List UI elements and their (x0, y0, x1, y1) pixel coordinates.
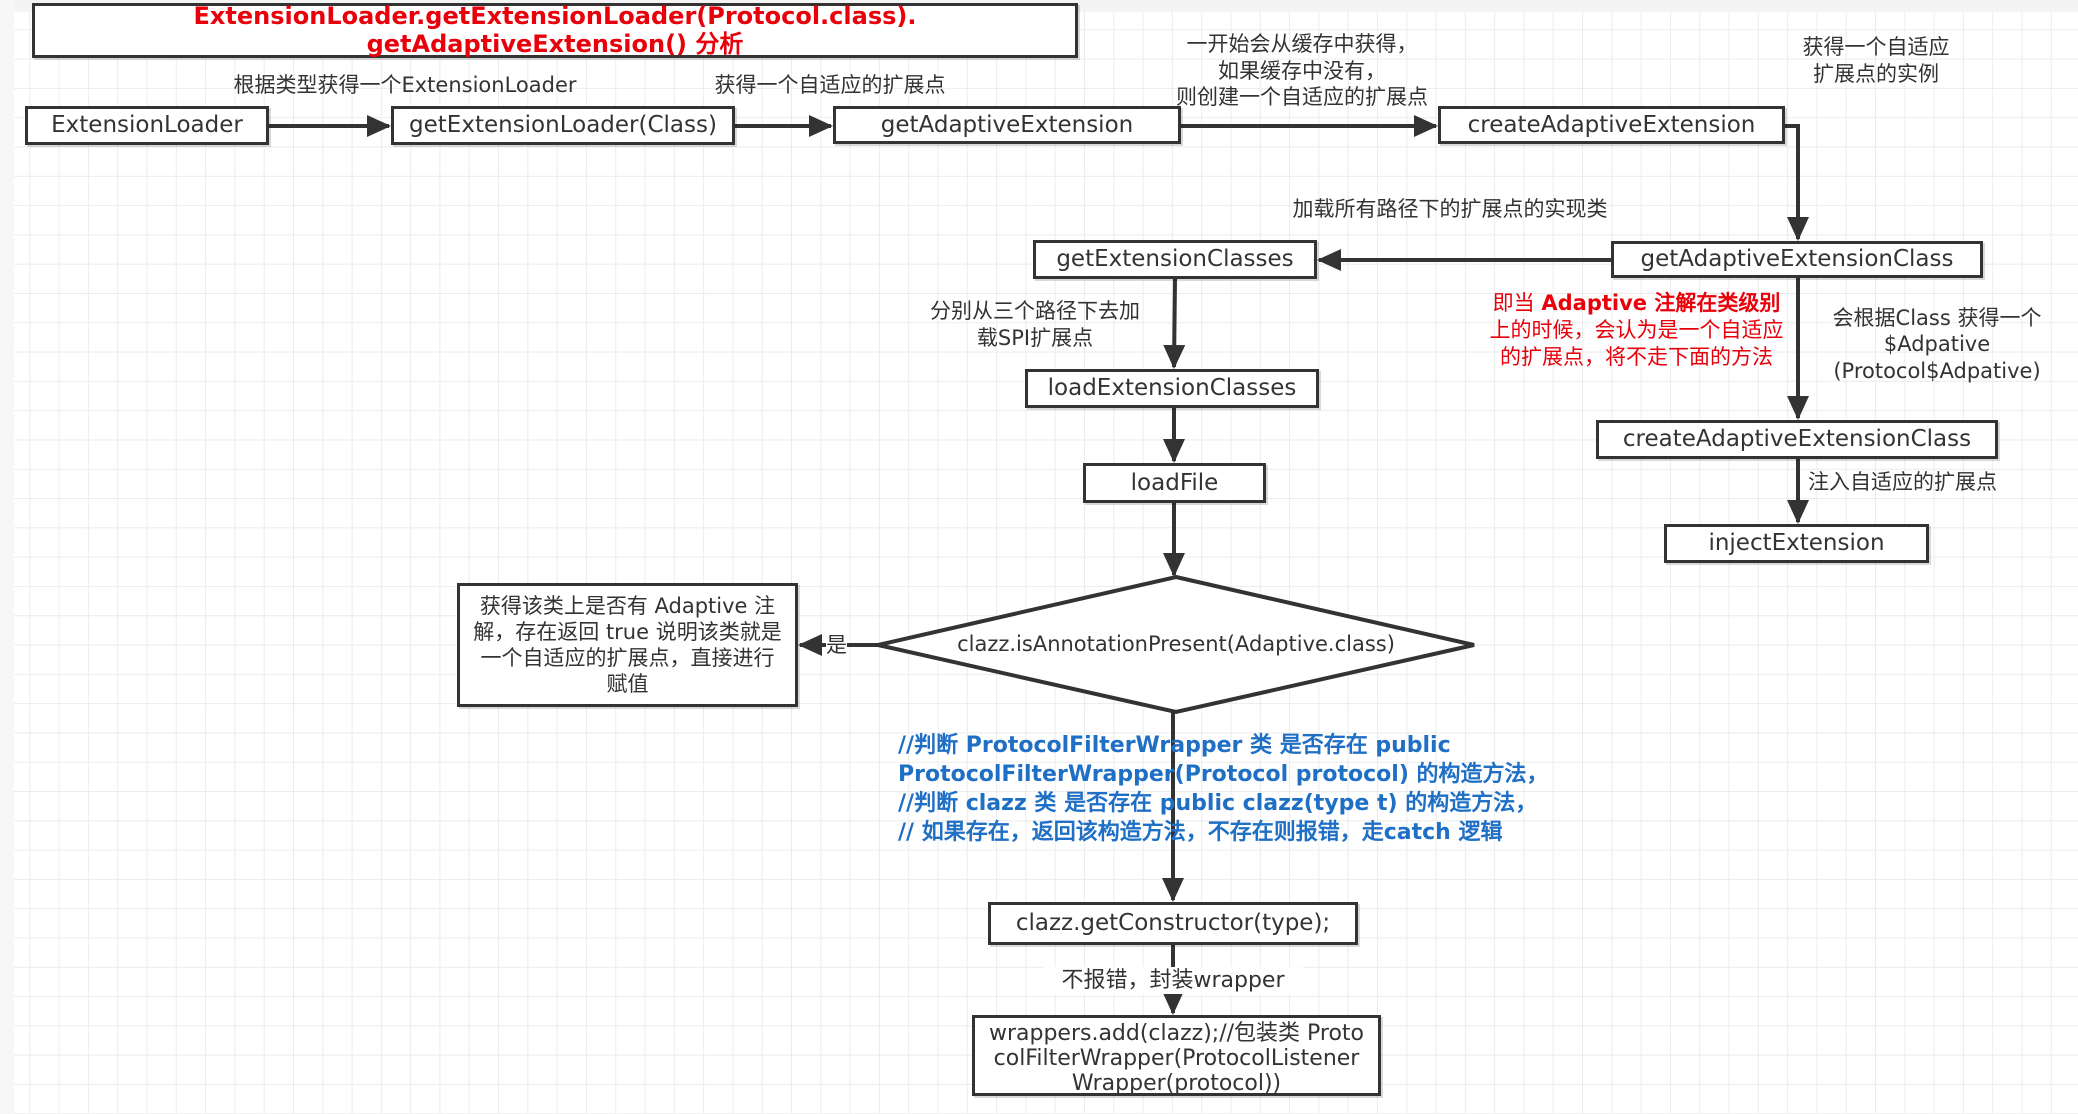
arrow-createadaptive-to-getadaptiveclass (1785, 124, 1809, 241)
label-no-error: 不报错，封装wrapper (1043, 967, 1303, 994)
node-load-file[interactable]: loadFile (1083, 463, 1266, 503)
node-label: createAdaptiveExtension (1467, 111, 1756, 138)
node-get-extension-classes[interactable]: getExtensionClasses (1033, 240, 1317, 279)
label-instance-line-1: 获得一个自适应 (1802, 35, 1950, 59)
label-cache-line-2: 如果缓存中没有， (1218, 59, 1386, 83)
diagram-title-text: ExtensionLoader.getExtensionLoader(Proto… (193, 1, 917, 58)
label-inject: 注入自适应的扩展点 (1808, 470, 1997, 494)
label-cache-line-1: 一开始会从缓存中获得， (1186, 32, 1418, 56)
node-load-extension-classes[interactable]: loadExtensionClasses (1025, 369, 1319, 408)
node-create-adaptive-extension-class[interactable]: createAdaptiveExtensionClass (1596, 420, 1998, 459)
canvas-left-edge (0, 0, 14, 1114)
node-label: getExtensionLoader(Class) (409, 112, 717, 139)
decision-diamond[interactable] (877, 574, 1475, 715)
node-label: injectExtension (1708, 530, 1885, 557)
node-get-constructor[interactable]: clazz.getConstructor(type); (988, 902, 1358, 945)
label-get-adaptive: 获得一个自适应的扩展点 (714, 73, 946, 97)
node-get-adaptive-extension[interactable]: getAdaptiveExtension (833, 106, 1181, 144)
node-label: wrappers.add(clazz);//包装类 ProtocolFilter… (988, 1021, 1365, 1096)
decision-label: clazz.isAnnotationPresent(Adaptive.class… (957, 632, 1395, 656)
node-inject-extension[interactable]: injectExtension (1664, 524, 1929, 563)
node-label: loadExtensionClasses (1047, 375, 1297, 402)
label-by-class-line-3: (Protocol$Adpative) (1833, 359, 2041, 383)
node-adaptive-result[interactable]: 获得该类上是否有 Adaptive 注解，存在返回 true 说明该类就是一个自… (457, 583, 798, 707)
red-note-bold-1: Adaptive 注解在类级 (1541, 291, 1760, 315)
comment-line: //判断 clazz 类 是否存在 public clazz(type t) 的… (898, 791, 1538, 816)
label-cache-line-3: 则创建一个自适应的扩展点 (1176, 85, 1428, 109)
label-three-paths-line-1: 分别从三个路径下去加 (930, 299, 1140, 323)
comment-line: ProtocolFilterWrapper(Protocol protocol)… (898, 762, 1549, 787)
node-get-extension-loader[interactable]: getExtensionLoader(Class) (391, 106, 735, 145)
red-note-bold-2: 别 (1759, 291, 1781, 315)
comment-block: //判断 ProtocolFilterWrapper 类 是否存在 public… (898, 731, 1549, 847)
node-label: getExtensionClasses (1056, 246, 1294, 273)
label-red-note: 即当 Adaptive 注解在类级别上的时候，会认为是一个自适应的扩展点，将不走… (1484, 290, 1789, 371)
label-instance-line-2: 扩展点的实例 (1813, 62, 1939, 86)
label-three-paths-line-2: 载SPI扩展点 (976, 326, 1094, 350)
node-extension-loader[interactable]: ExtensionLoader (25, 106, 269, 145)
node-label: getAdaptiveExtensionClass (1640, 246, 1954, 273)
arrow-getextclasses-to-loadextclasses (1163, 278, 1186, 369)
node-label: getAdaptiveExtension (880, 111, 1134, 138)
comment-line: //判断 ProtocolFilterWrapper 类 是否存在 public (898, 733, 1451, 758)
label-by-class-line-1: 会根据Class 获得一个 (1832, 306, 2042, 330)
node-label: ExtensionLoader (51, 112, 243, 139)
label-by-class-line-2: $Adpative (1883, 332, 1991, 356)
comment-line: // 如果存在，返回该构造方法，不存在则报错，走catch 逻辑 (898, 820, 1503, 845)
label-by-type: 根据类型获得一个ExtensionLoader (233, 73, 577, 97)
red-note-prefix: 即当 (1492, 291, 1542, 315)
label-yes: 是 (826, 632, 847, 659)
label-load-all: 加载所有路径下的扩展点的实现类 (1292, 197, 1608, 221)
node-get-adaptive-extension-class[interactable]: getAdaptiveExtensionClass (1611, 241, 1983, 278)
node-label: createAdaptiveExtensionClass (1622, 426, 1972, 453)
node-wrappers-add[interactable]: wrappers.add(clazz);//包装类 ProtocolFilter… (972, 1015, 1381, 1096)
node-create-adaptive-extension[interactable]: createAdaptiveExtension (1438, 106, 1785, 144)
node-label: 获得该类上是否有 Adaptive 注解，存在返回 true 说明该类就是一个自… (473, 594, 782, 696)
red-note-rest: 上的时候，会认为是一个自适应的扩展点，将不走下面的方法 (1489, 318, 1784, 369)
node-label: loadFile (1130, 469, 1219, 496)
diagram-title: ExtensionLoader.getExtensionLoader(Proto… (32, 1, 1078, 58)
node-label: clazz.getConstructor(type); (1015, 910, 1331, 937)
